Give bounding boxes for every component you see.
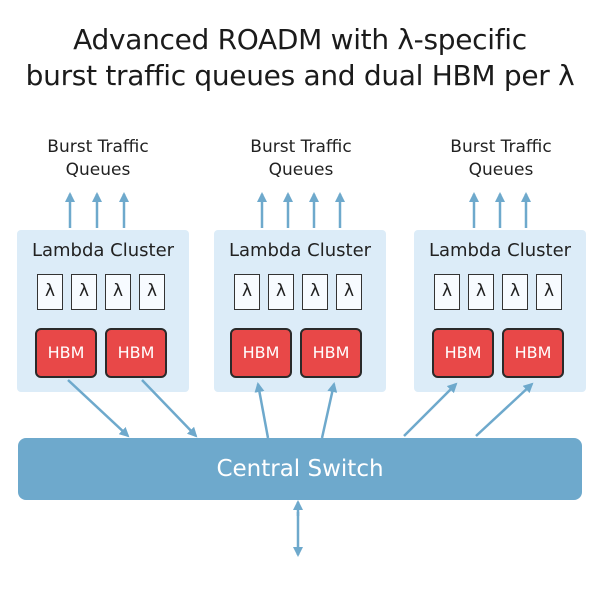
lambda-channel: λ (37, 274, 63, 310)
queue-label-3: Burst Traffic Queues (450, 137, 552, 180)
lambda-channel: λ (234, 274, 260, 310)
queue-label-2: Burst Traffic Queues (250, 137, 352, 180)
hbm-block: HBM (35, 328, 97, 378)
lambda-channel: λ (105, 274, 131, 310)
queue-label-1: Burst Traffic Queues (47, 137, 149, 180)
lambda-channel: λ (434, 274, 460, 310)
switch-to-cluster-arrow (254, 382, 270, 439)
lambda-cluster-2: Lambda Cluster λ λ λ λ HBM HBM (214, 230, 386, 392)
title-line-2: burst traffic queues and dual HBM per λ (25, 59, 575, 92)
lambda-channel: λ (71, 274, 97, 310)
lambda-channel: λ (536, 274, 562, 310)
hbm-block: HBM (105, 328, 167, 378)
central-switch: Central Switch (18, 438, 582, 500)
lambda-channel: λ (468, 274, 494, 310)
lambda-cluster-3: Lambda Cluster λ λ λ λ HBM HBM (414, 230, 586, 392)
lambda-cluster-1: Lambda Cluster λ λ λ λ HBM HBM (17, 230, 189, 392)
cluster-label: Lambda Cluster (428, 240, 572, 261)
lambda-channel: λ (336, 274, 362, 310)
hbm-block: HBM (432, 328, 494, 378)
cluster-label: Lambda Cluster (31, 240, 175, 261)
hbm-block: HBM (230, 328, 292, 378)
title-line-1: Advanced ROADM with λ-specific (73, 23, 527, 56)
lambda-channel: λ (502, 274, 528, 310)
hbm-block: HBM (300, 328, 362, 378)
lambda-channel: λ (139, 274, 165, 310)
cluster-label: Lambda Cluster (228, 240, 372, 261)
lambda-channel: λ (268, 274, 294, 310)
diagram-title: Advanced ROADM with λ-specific burst tra… (0, 22, 600, 94)
hbm-block: HBM (502, 328, 564, 378)
switch-to-cluster-arrow (320, 382, 338, 439)
lambda-channel: λ (302, 274, 328, 310)
